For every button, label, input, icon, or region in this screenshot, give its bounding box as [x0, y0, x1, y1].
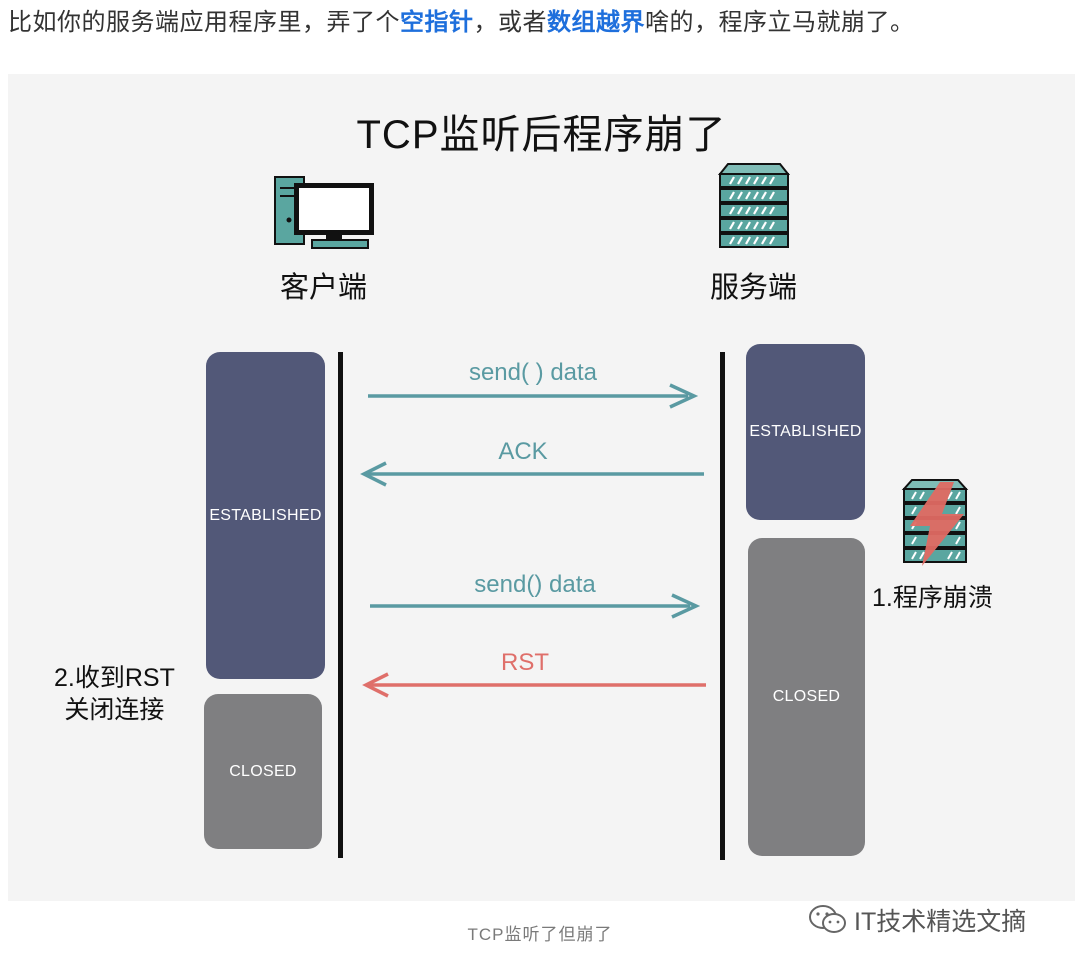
crashed-server-icon [901, 479, 969, 566]
client-computer-icon [274, 176, 374, 249]
keyword-null-pointer: 空指针 [400, 9, 474, 36]
rst-note-line-2: 关闭连接 [64, 696, 165, 724]
client-timeline [338, 352, 343, 858]
figure-caption: TCP监听了但崩了 [467, 925, 613, 944]
watermark-text: IT技术精选文摘 [854, 908, 1027, 936]
server-label: 服务端 [710, 272, 798, 304]
diagram-title: TCP监听后程序崩了 [356, 113, 727, 157]
server-state-established: ESTABLISHED [746, 344, 865, 520]
intro-middle: ，或者 [473, 9, 547, 36]
crash-note: 1.程序崩溃 [872, 584, 993, 612]
message-label-rst: RST [501, 649, 549, 676]
server-state-closed: CLOSED [748, 538, 865, 856]
arrow-send-2 [370, 593, 701, 619]
arrow-send-1 [368, 383, 699, 409]
arrow-rst [362, 672, 706, 698]
intro-text: 比如你的服务端应用程序里，弄了个空指针，或者数组越界啥的，程序立马就崩了。 [8, 2, 915, 37]
message-label-send-2: send() data [474, 571, 596, 598]
server-rack-icon [717, 163, 791, 248]
rst-note-line-1: 2.收到RST [54, 664, 175, 692]
arrow-ack [360, 461, 704, 487]
watermark: IT技术精选文摘 [808, 902, 1026, 938]
message-label-send-1: send( ) data [468, 359, 598, 386]
intro-after: 啥的，程序立马就崩了。 [645, 9, 915, 36]
rst-received-note: 2.收到RST 关闭连接 [54, 662, 175, 726]
keyword-array-out-of-bounds: 数组越界 [547, 9, 645, 36]
tcp-crash-diagram: TCP监听后程序崩了 客户端 服务端 ESTABLISHED CLOSED ES… [8, 74, 1075, 901]
message-label-ack: ACK [498, 438, 548, 465]
client-state-closed: CLOSED [204, 694, 322, 849]
server-timeline [720, 352, 725, 860]
client-label: 客户端 [280, 272, 368, 304]
intro-before: 比如你的服务端应用程序里，弄了个 [8, 9, 400, 36]
wechat-icon [809, 905, 846, 933]
client-state-established: ESTABLISHED [206, 352, 325, 679]
